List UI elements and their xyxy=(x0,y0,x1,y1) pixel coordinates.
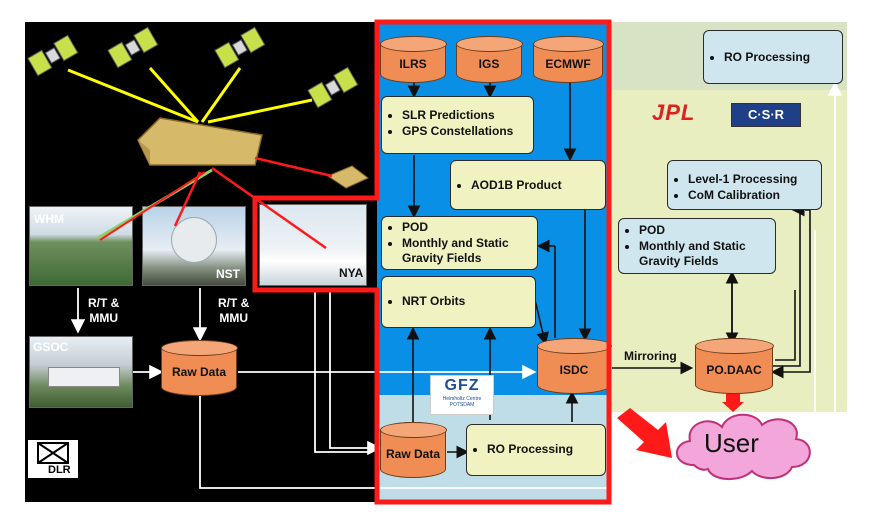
ecmwf-label: ECMWF xyxy=(545,56,591,71)
csr-logo: C·S·R xyxy=(731,103,801,127)
jpl-gravity-fields-item: Monthly and Static Gravity Fields xyxy=(639,239,771,269)
gfz-logo-text: GFZ xyxy=(444,377,480,394)
nst-label: NST xyxy=(216,267,240,281)
gps-constellations-item: GPS Constellations xyxy=(402,124,529,139)
dlr-logo-text: DLR xyxy=(48,464,71,476)
jpl-pod-box: PODMonthly and Static Gravity Fields xyxy=(618,218,776,274)
mirroring-label: Mirroring xyxy=(624,349,677,363)
gfz-gravity-fields-item: Monthly and Static Gravity Fields xyxy=(402,236,533,266)
rawdata-to-jpl-line xyxy=(199,230,816,489)
grace-satellite-2 xyxy=(326,165,369,189)
jpl-logo: JPL xyxy=(652,100,696,125)
dlr-logo: DLR xyxy=(28,440,78,478)
nrt-to-isdc-line xyxy=(534,299,550,346)
nya-label: NYA xyxy=(339,266,364,280)
ecmwf-archive: ECMWF xyxy=(532,35,604,83)
gfz-raw-data-archive: Raw Data xyxy=(379,421,447,478)
rt-mmu-right-label: R/T & MMU xyxy=(218,296,250,325)
ilrs-label: ILRS xyxy=(399,56,427,71)
whm-station-photo xyxy=(29,206,133,286)
user-label: User xyxy=(704,428,759,458)
raw-data-archive: Raw Data xyxy=(160,339,238,396)
nya-to-gfz-rawdata-line xyxy=(314,290,370,453)
jpl-return-line xyxy=(818,81,843,489)
whm-label: WHM xyxy=(34,212,64,226)
igs-archive: IGS xyxy=(455,35,523,83)
aod1b-product-box: AOD1B Product xyxy=(450,160,606,210)
nya-gfz-line-2 xyxy=(329,290,382,456)
gfz-logo-subtext: Helmholtz Centre POTSDAM xyxy=(442,396,482,408)
nya-station-photo xyxy=(259,204,367,286)
ilrs-archive: ILRS xyxy=(379,35,447,83)
aod1b-product-item: AOD1B Product xyxy=(471,178,601,193)
nst-station-photo xyxy=(142,206,246,286)
gsoc-label: GSOC xyxy=(33,340,69,354)
building-shape xyxy=(48,367,120,387)
slr-predictions-box: SLR PredictionsGPS Constellations xyxy=(381,96,534,154)
igs-label: IGS xyxy=(478,56,500,71)
gps-links xyxy=(67,67,313,124)
sat-to-nya-link xyxy=(211,166,327,250)
grace-satellite xyxy=(137,117,263,166)
slr-predictions-item: SLR Predictions xyxy=(402,108,529,123)
gfz-raw-data-label: Raw Data xyxy=(385,447,441,461)
gfz-logo: GFZ Helmholtz Centre POTSDAM xyxy=(430,375,494,415)
com-calibration-item: CoM Calibration xyxy=(688,188,817,203)
podaac-label: PO.DAAC xyxy=(706,363,762,377)
level1-processing-item: Level-1 Processing xyxy=(688,172,817,187)
radome-shape xyxy=(171,217,217,263)
user-cloud xyxy=(676,413,811,480)
podaac-to-level1-line xyxy=(772,203,805,367)
gps-satellite xyxy=(27,34,79,77)
jpl-ro-processing-box: RO Processing xyxy=(703,30,843,84)
jpl-ro-processing-item: RO Processing xyxy=(724,50,838,65)
rt-mmu-left-label: R/T & MMU xyxy=(88,296,120,325)
gfz-ro-processing-box: RO Processing xyxy=(466,424,606,476)
raw-data-label: Raw Data xyxy=(171,365,227,379)
podaac-archive: PO.DAAC xyxy=(694,337,774,394)
gfz-pod-item: POD xyxy=(402,220,533,235)
gps-satellite xyxy=(107,26,159,69)
gfz-to-user-arrow xyxy=(617,408,672,458)
podaac-to-user-arrowhead xyxy=(722,402,744,412)
dlr-logo-mark xyxy=(37,442,69,464)
gfz-pod-box: PODMonthly and Static Gravity Fields xyxy=(381,216,538,270)
whm-to-sat-link xyxy=(99,171,206,241)
gps-satellite xyxy=(214,26,266,69)
isdc-label: ISDC xyxy=(559,363,589,377)
nrt-orbits-box: NRT Orbits xyxy=(381,276,536,328)
sat-to-grace2-link xyxy=(254,156,333,178)
level1-processing-box: Level-1 ProcessingCoM Calibration xyxy=(667,160,822,210)
gsoc-building-photo xyxy=(29,336,133,408)
gps-satellite xyxy=(307,66,359,109)
podaac-to-ro-line xyxy=(775,290,796,361)
jpl-pod-item: POD xyxy=(639,223,771,238)
nrt-orbits-item: NRT Orbits xyxy=(402,294,531,309)
sat-to-nst-link xyxy=(173,171,202,227)
isdc-archive: ISDC xyxy=(536,337,612,394)
gfz-ro-processing-item: RO Processing xyxy=(487,442,601,457)
level1-to-podaac-line xyxy=(770,209,811,379)
